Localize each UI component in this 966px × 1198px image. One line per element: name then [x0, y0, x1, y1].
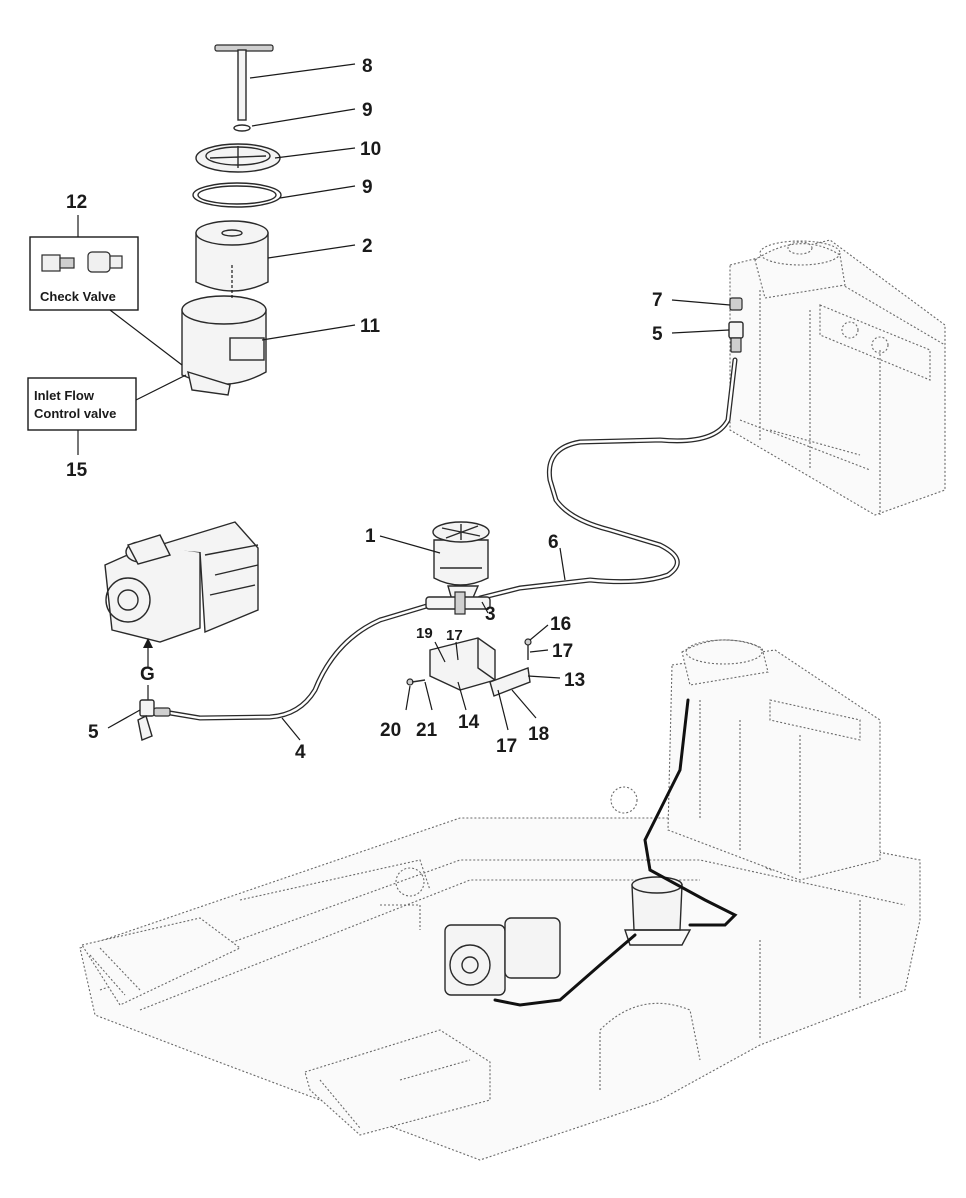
callout-1: 1 [365, 526, 376, 547]
fitting-5-pump [137, 699, 171, 741]
callout-14: 14 [458, 712, 480, 733]
filter-element-2 [195, 220, 269, 292]
callout-15: 15 [66, 460, 88, 481]
fitting-7 [729, 297, 743, 311]
callout-6: 6 [548, 532, 559, 553]
check-valve-box: Check Valve [29, 236, 139, 311]
inlet-flow-box: Inlet Flow Control valve [27, 377, 137, 431]
callout-17-right: 17 [552, 641, 573, 662]
callout-9-upper: 9 [362, 100, 373, 121]
callout-21: 21 [416, 720, 438, 741]
check-valve-icon [41, 251, 123, 273]
callout-13: 13 [564, 670, 585, 691]
bracket-13 [489, 667, 531, 697]
callout-16: 16 [550, 614, 571, 635]
callout-12: 12 [66, 192, 87, 213]
callout-9-lower: 9 [362, 177, 373, 198]
callout-4: 4 [295, 742, 306, 763]
callout-18: 18 [528, 724, 549, 745]
inlet-flow-label-line1: Inlet Flow [34, 388, 95, 403]
frame-pump [444, 917, 561, 996]
machine-frame-assembly [79, 639, 921, 1161]
callout-5-pump: 5 [88, 722, 99, 743]
callout-17-left: 17 [446, 627, 463, 644]
filter-assembly-1 [432, 521, 490, 601]
hydraulic-tank [729, 239, 946, 516]
tee-fitting-3 [425, 591, 491, 615]
bracket-14 [429, 637, 496, 691]
t-handle-8 [214, 44, 274, 121]
callout-20: 20 [380, 720, 401, 741]
pump-inlet-arrow [143, 638, 153, 700]
callout-2: 2 [362, 236, 373, 257]
o-ring-9-small [233, 124, 251, 132]
filter-cover-10 [195, 143, 281, 173]
callout-labels: 8 9 10 9 2 11 12 15 1 6 3 7 5 G 5 4 16 1… [66, 56, 663, 763]
inlet-flow-label-line2: Control valve [34, 406, 116, 421]
filter-housing-11 [181, 295, 267, 396]
callout-7: 7 [652, 290, 663, 311]
hose-4 [167, 602, 433, 721]
callout-10: 10 [360, 139, 381, 160]
fitting-5-tank [728, 321, 744, 353]
callout-17-bottom: 17 [496, 736, 517, 757]
o-ring-9-large [192, 182, 282, 208]
hydraulic-pump [104, 521, 259, 643]
callout-G: G [140, 664, 155, 685]
bolt-20 [406, 678, 426, 686]
callout-19: 19 [416, 625, 433, 642]
check-valve-label: Check Valve [40, 289, 116, 304]
callout-3: 3 [485, 604, 496, 625]
hose-6 [477, 357, 738, 601]
callout-8: 8 [362, 56, 373, 77]
callout-11: 11 [360, 316, 381, 337]
callout-5-tank: 5 [652, 324, 663, 345]
bolt-16 [524, 638, 532, 660]
leader-lines [77, 63, 731, 741]
